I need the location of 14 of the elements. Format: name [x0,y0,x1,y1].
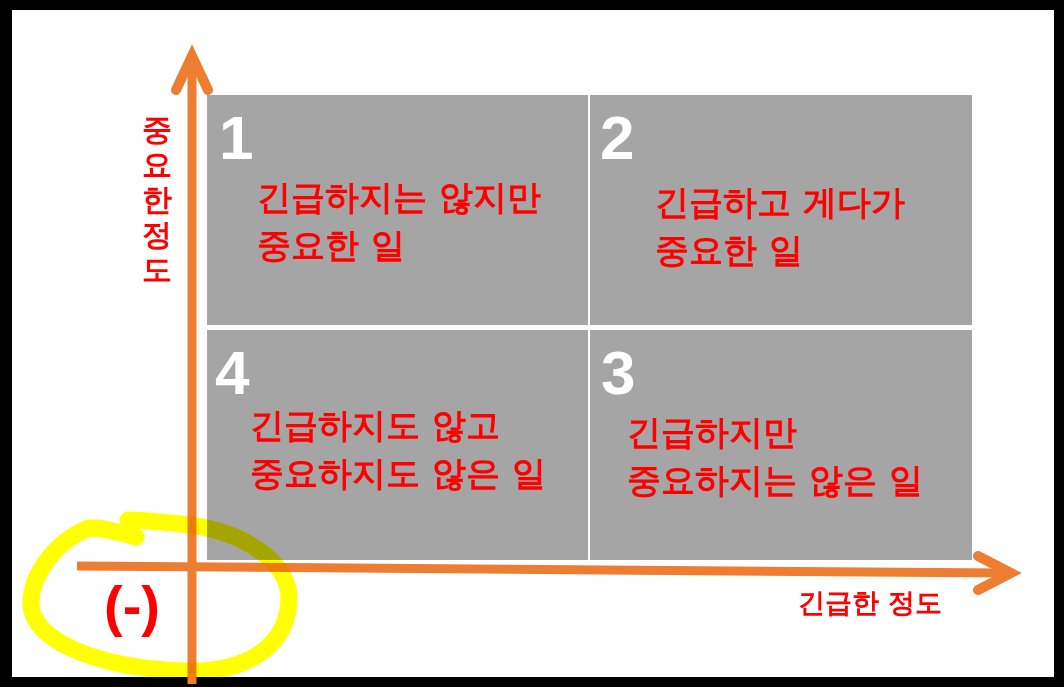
quadrant-box [207,330,588,560]
quadrant-box [590,330,972,560]
quadrant-box [590,95,972,325]
quadrant-number: 3 [601,342,636,404]
quadrant-number: 2 [600,107,635,169]
quadrant-box [207,95,588,325]
quadrant-number: 4 [215,342,250,404]
axis-label: 중요한 정도 [141,112,173,287]
quadrant-description: 긴급하지도 않고 중요하지도 않은 일 [250,404,547,495]
quadrant-description: 긴급하고 게다가 중요한 일 [655,181,906,272]
quadrant-number: 1 [219,107,254,169]
quadrant-description: 긴급하지는 않지만 중요한 일 [257,176,542,267]
axis-label: 긴급한 정도 [798,589,943,616]
quadrant-description: 긴급하지만 중요하지는 않은 일 [627,411,924,502]
